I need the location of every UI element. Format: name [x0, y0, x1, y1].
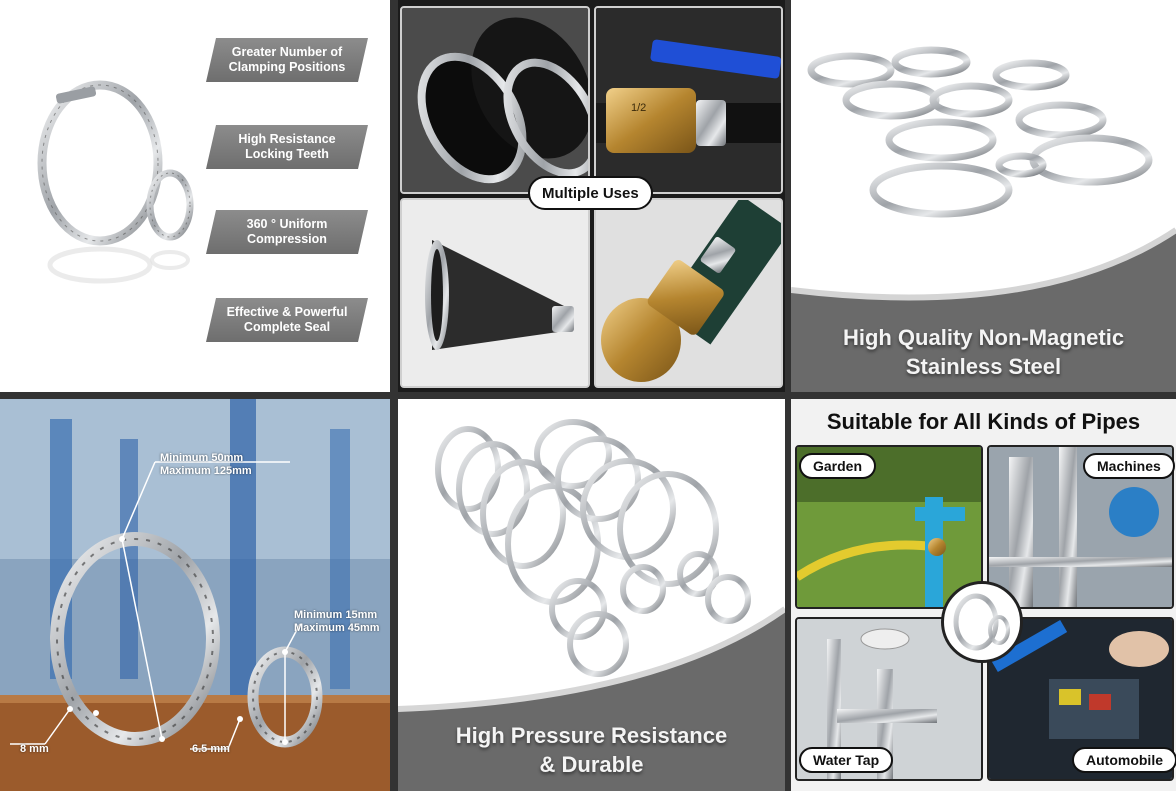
feature-complete-seal: Effective & Powerful Complete Seal	[206, 298, 368, 342]
stainless-steel-panel: High Quality Non-Magnetic Stainless Stee…	[791, 0, 1176, 392]
multiple-uses-panel: 1/2 Multiple Uses	[398, 0, 785, 392]
pipes-title: Suitable for All Kinds of Pipes	[826, 409, 1141, 434]
label-garden: Garden	[799, 453, 877, 479]
small-clamp-min: Minimum 15mm	[294, 609, 378, 621]
center-clamp-badge	[941, 581, 1023, 663]
pressure-caption-line1: High Pressure Resistance	[455, 723, 728, 748]
hose-clamp-photo	[400, 6, 590, 194]
pressure-caption-line2: & Durable	[539, 752, 644, 777]
large-clamp-max: Maximum 125mm	[160, 465, 252, 477]
pressure-panel: High Pressure Resistance & Durable	[398, 399, 785, 791]
feature-clamping-positions: Greater Number of Clamping Positions	[206, 38, 368, 82]
clamp-stack-image	[398, 399, 785, 712]
valve-marking: 1/2	[631, 102, 646, 114]
multiple-uses-label: Multiple Uses	[528, 176, 653, 210]
material-caption-line1: High Quality Non-Magnetic	[842, 325, 1125, 350]
label-automobile: Automobile	[1072, 747, 1176, 773]
hose-connector-photo	[594, 198, 783, 388]
small-clamp-max: Maximum 45mm	[294, 622, 380, 634]
label-machines: Machines	[1083, 453, 1175, 479]
large-clamp-width: 8 mm	[20, 743, 49, 755]
valve-photo: 1/2	[594, 6, 783, 194]
sizes-panel: Minimum 50mm Maximum 125mm Minimum 15mm …	[0, 399, 390, 791]
feature-locking-teeth: High Resistance Locking Teeth	[206, 125, 368, 169]
clamp-pair-image	[37, 80, 194, 284]
small-clamp-width: 6.5 mm	[192, 743, 230, 755]
clamp-assortment-image	[791, 0, 1176, 301]
features-panel: Greater Number of Clamping Positions Hig…	[0, 0, 390, 392]
workshop-background	[0, 399, 390, 791]
large-clamp-min: Minimum 50mm	[160, 452, 244, 464]
cv-boot-photo	[400, 198, 590, 388]
feature-uniform-compression: 360 ° Uniform Compression	[206, 210, 368, 254]
pipes-panel: Suitable for All Kinds of Pipes	[791, 399, 1176, 791]
material-caption-line2: Stainless Steel	[905, 354, 1062, 379]
garden-photo	[795, 445, 983, 609]
label-water-tap: Water Tap	[799, 747, 894, 773]
